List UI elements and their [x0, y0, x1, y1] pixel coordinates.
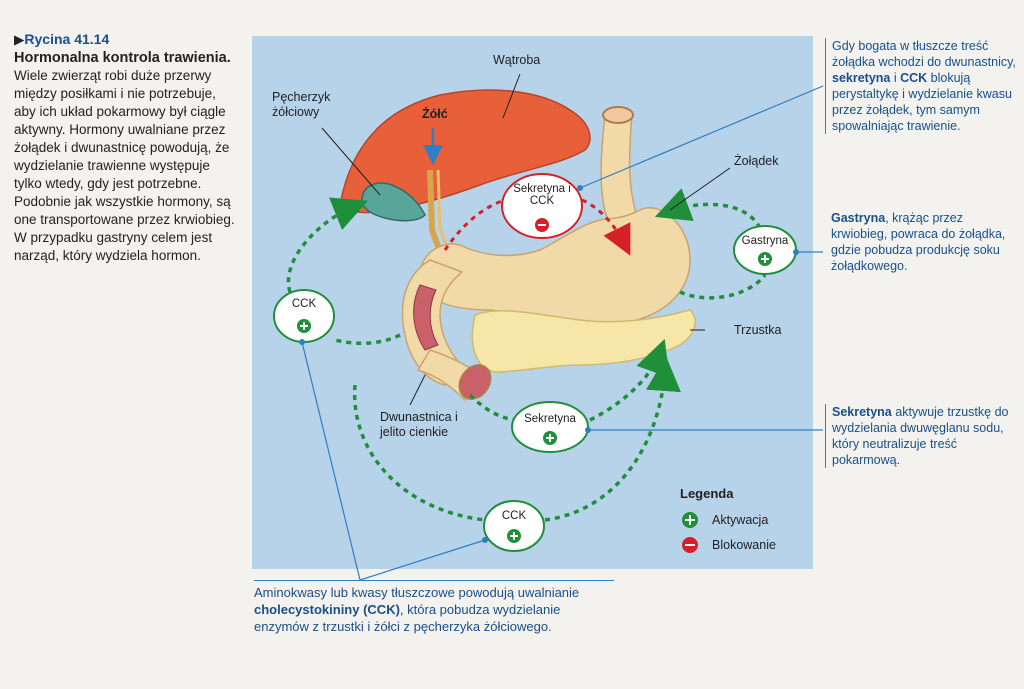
label-bile: Żółć — [422, 107, 448, 121]
cck-bottom-node — [483, 500, 545, 552]
block-path-left — [443, 198, 506, 251]
plus-sign — [761, 255, 769, 263]
node-secretin-text: Sekretyna — [524, 413, 576, 425]
note-text: , która pobudza wydzielanie enzymów z tr… — [254, 602, 561, 634]
connector-top-note — [579, 85, 824, 189]
leader-stomach — [669, 167, 731, 211]
figure-caption: ▶Rycina 41.14 Hormonalna kontrola trawie… — [14, 30, 240, 265]
duodenum-lumen — [413, 284, 439, 351]
note-bold: sekretyna — [832, 71, 891, 85]
note-text: i — [890, 71, 901, 85]
cck-bottom-loop-right — [544, 356, 681, 522]
node-secretin-cck-text: Sekretyna i CCK — [513, 183, 571, 207]
note-secretin-cck: Gdy bogata w tłuszcze treść żołądka wcho… — [825, 38, 1022, 134]
leader-duodenum — [409, 374, 426, 406]
connector-dot — [482, 537, 488, 543]
note-bold: CCK — [900, 71, 928, 85]
caption-text: Wiele zwierząt robi duże przerwy między … — [14, 68, 235, 263]
note-gastrin: Gastryna, krążąc przez krwiobieg, powrac… — [831, 210, 1011, 274]
triangle-icon: ▶ — [14, 32, 25, 47]
note-text: blokują perystaltykę i wydzielanie kwasu… — [832, 71, 1012, 133]
esophagus-opening — [602, 106, 634, 124]
note-secretin: Sekretyna aktywuje trzustkę do wydzielan… — [825, 404, 1012, 468]
secretin-cck-node — [501, 173, 583, 239]
note-cck: Aminokwasy lub kwasy tłuszczowe powodują… — [254, 580, 614, 635]
leader-liver — [502, 73, 521, 119]
connector-bottom-note-2 — [359, 539, 486, 581]
leader-gallbladder — [321, 127, 381, 196]
note-text: aktywuje trzustkę do wydzielania dwuwęgl… — [832, 405, 1009, 467]
connector-dot — [585, 427, 591, 433]
connector-dot — [793, 249, 799, 255]
figure-title: Hormonalna kontrola trawienia. — [14, 50, 231, 66]
legend-activation: Aktywacja — [712, 513, 769, 527]
node-cck-bottom-text: CCK — [501, 510, 527, 522]
note-bold: Gastryna — [831, 211, 886, 225]
note-text: , krążąc przez krwiobieg, powraca do żoł… — [831, 211, 1006, 273]
label-duodenum: Dwunastnica i jelito cienkie — [380, 410, 458, 439]
label-pancreas: Trzustka — [734, 323, 782, 337]
duodenum-to-cck-path — [334, 333, 401, 346]
figure-label: Rycina 41.14 — [24, 31, 110, 47]
connector-dot — [577, 185, 583, 191]
note-text: Aminokwasy lub kwasy tłuszczowe powodują… — [254, 585, 580, 600]
gastrin-loop-top — [654, 188, 762, 229]
connector-bottom-note — [301, 341, 361, 581]
legend-blocking: Blokowanie — [712, 538, 776, 552]
secretin-loop-left — [468, 393, 516, 422]
intestine-opening — [458, 364, 492, 400]
esophagus — [600, 114, 642, 226]
plus-sign — [546, 434, 554, 442]
cck-to-gallbladder-path — [286, 197, 368, 293]
node-cck-left-text: CCK — [291, 298, 317, 310]
minus-bar — [685, 544, 695, 546]
label-gallbladder: Pęcherzyk żółciowy — [272, 90, 331, 119]
plus-sign — [685, 515, 695, 525]
note-bold: Sekretyna — [832, 405, 892, 419]
block-path-right — [581, 198, 631, 256]
label-liver: Wątroba — [493, 53, 541, 67]
legend-title: Legenda — [680, 486, 734, 501]
plus-sign — [300, 322, 308, 330]
gastrin-loop-bottom — [679, 273, 767, 300]
label-stomach: Żołądek — [734, 154, 779, 168]
note-bold: cholecystokininy (CCK) — [254, 602, 400, 617]
node-gastrin-text: Gastryna — [741, 235, 789, 247]
plus-sign — [510, 532, 518, 540]
connector-dot — [299, 339, 305, 345]
minus-bar — [538, 224, 546, 226]
note-text: Gdy bogata w tłuszcze treść żołądka wcho… — [832, 39, 1016, 69]
gastrin-node — [733, 225, 797, 275]
cck-bottom-loop-left — [352, 384, 486, 522]
